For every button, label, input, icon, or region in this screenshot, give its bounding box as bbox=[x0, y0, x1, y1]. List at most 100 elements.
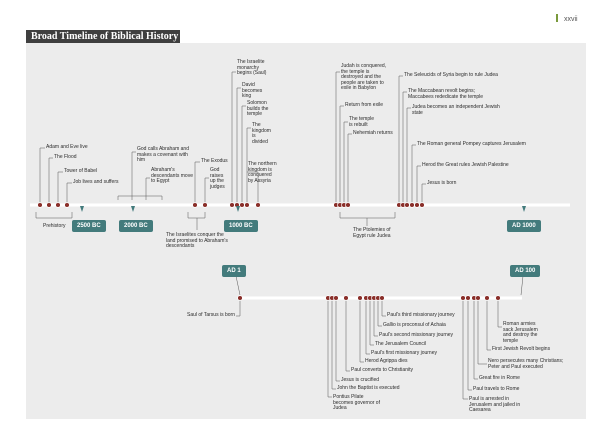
leader-second-journey bbox=[373, 298, 378, 337]
leader-paul-arrested bbox=[462, 298, 468, 400]
event-return: Return from exile bbox=[345, 102, 384, 108]
leader-nero bbox=[477, 298, 487, 365]
event-roman-armies: Roman armies sack Jerusalem and destroy … bbox=[503, 321, 538, 344]
leader-return bbox=[339, 105, 344, 205]
leader-jesus-crucified bbox=[335, 298, 340, 382]
dot-saul-tarsus bbox=[237, 295, 243, 301]
badge-ad100-connector bbox=[520, 275, 524, 296]
event-babel: Tower of Babel bbox=[64, 168, 98, 174]
event-divided: The kingdom is divided bbox=[252, 122, 271, 145]
leader-saul-tarsus bbox=[236, 298, 241, 317]
event-maccabean: The Maccabean revolt begins; Maccabees r… bbox=[408, 88, 484, 100]
leader-council bbox=[369, 298, 374, 346]
era-badge-ad1: AD 1 bbox=[222, 265, 246, 277]
event-judah-conquered: Judah is conquered, the temple is destro… bbox=[341, 63, 387, 92]
event-saul-tarsus: Saul of Tarsus is born bbox=[187, 312, 235, 318]
event-prehistory: Prehistory bbox=[43, 223, 66, 229]
leader-solomon bbox=[241, 105, 246, 205]
event-judges: God raises up the judges bbox=[210, 167, 225, 190]
badge-1000-pointer bbox=[236, 206, 240, 212]
leader-paul-converts bbox=[345, 298, 350, 372]
event-paul-rome: Paul travels to Rome bbox=[473, 386, 520, 392]
leader-roman-armies bbox=[497, 298, 502, 328]
dot-monarchy bbox=[229, 202, 235, 208]
event-jewish-revolt: First Jewish Revolt begins bbox=[492, 346, 551, 352]
leader-job bbox=[66, 182, 72, 205]
era-badge-ad100: AD 100 bbox=[510, 265, 541, 277]
dot-exodus bbox=[192, 202, 198, 208]
leader-rebuilt bbox=[343, 121, 348, 205]
dot-roman-armies bbox=[495, 295, 501, 301]
leader-agrippa bbox=[359, 298, 364, 363]
dot-adam bbox=[37, 202, 43, 208]
page-number: xxvii bbox=[556, 14, 578, 23]
dot-independent bbox=[404, 202, 410, 208]
event-job: Job lives and suffers bbox=[73, 179, 119, 185]
leader-ptolemies-brace bbox=[339, 212, 396, 219]
event-paul-converts: Paul converts to Christianity bbox=[351, 367, 413, 373]
event-assyria: The northern kingdom is conquered by Ass… bbox=[248, 161, 277, 184]
leader-judah bbox=[335, 71, 340, 205]
badge-ad1-connector bbox=[235, 275, 241, 296]
leader-david bbox=[236, 87, 241, 205]
dot-divided bbox=[244, 202, 250, 208]
dot-jesus-born bbox=[419, 202, 425, 208]
leader-prehistory-brace bbox=[35, 212, 73, 219]
event-john-baptist: John the Baptist is executed bbox=[337, 385, 400, 391]
event-flood: The Flood bbox=[54, 154, 77, 160]
event-exodus: The Exodus bbox=[201, 158, 228, 164]
dot-jewish-revolt bbox=[484, 295, 490, 301]
event-paul-arrested: Paul is arrested in Jerusalem and jailed… bbox=[469, 396, 521, 414]
leader-jesus-born bbox=[421, 183, 426, 205]
leader-great-fire bbox=[473, 298, 478, 380]
leader-judges bbox=[204, 177, 209, 205]
event-third-journey: Paul's third missionary journey bbox=[387, 312, 455, 318]
leader-herod bbox=[416, 165, 421, 205]
dot-pompey bbox=[409, 202, 415, 208]
dot-paul-arrested bbox=[460, 295, 466, 301]
dot-jesus-crucified bbox=[333, 295, 339, 301]
leader-lines bbox=[35, 71, 524, 400]
event-nero: Nero persecutes many Christians; Peter a… bbox=[488, 358, 564, 370]
dot-herod bbox=[414, 202, 420, 208]
dot-babel bbox=[55, 202, 61, 208]
leader-pilate bbox=[327, 298, 332, 398]
leader-conquer-brace bbox=[187, 212, 206, 219]
leader-assyria bbox=[247, 171, 259, 205]
leader-gallio bbox=[377, 298, 382, 327]
page-accent-bar bbox=[556, 14, 558, 22]
era-badge-2000bc: 2000 BC bbox=[119, 220, 153, 232]
leader-first-journey bbox=[365, 298, 370, 355]
leader-babel bbox=[57, 171, 63, 205]
event-jesus-born: Jesus is born bbox=[427, 180, 457, 186]
leader-nehemiah bbox=[347, 133, 352, 205]
figure-title: Broad Timeline of Biblical History bbox=[31, 31, 179, 42]
dot-job bbox=[64, 202, 70, 208]
event-council: The Jerusalem Council bbox=[375, 341, 427, 347]
event-monarchy: The Israelite monarchy begins (Saul) bbox=[237, 59, 267, 77]
event-abraham-call: God calls Abraham and makes a covenant w… bbox=[137, 146, 189, 164]
event-independent: Judea becomes an independent Jewish stat… bbox=[412, 104, 500, 116]
dot-nehemiah bbox=[345, 202, 351, 208]
leader-jewish-revolt bbox=[486, 298, 491, 351]
dot-paul-converts bbox=[343, 295, 349, 301]
era-badge-2500bc: 2500 BC bbox=[72, 220, 106, 232]
leader-abraham-egypt bbox=[145, 177, 150, 200]
era-badge-ad1000: AD 1000 bbox=[507, 220, 541, 232]
leader-monarchy bbox=[231, 71, 236, 205]
badge-2000-pointer bbox=[131, 206, 135, 212]
event-first-journey: Paul's first missionary journey bbox=[371, 350, 437, 356]
dot-solomon bbox=[239, 202, 245, 208]
dot-paul-rome bbox=[465, 295, 471, 301]
event-pilate: Pontius Pilate becomes governor of Judea bbox=[333, 394, 380, 412]
event-ptolemies: The Ptolemies of Egypt rule Judea bbox=[353, 227, 391, 239]
event-david: David becomes king bbox=[242, 82, 263, 100]
leader-independent bbox=[406, 107, 411, 205]
event-herod: Herod the Great rules Jewish Palestine bbox=[422, 162, 509, 168]
dot-assyria bbox=[255, 202, 261, 208]
leader-pompey bbox=[411, 144, 416, 205]
leader-divided bbox=[246, 127, 251, 205]
event-pompey: The Roman general Pompey captures Jerusa… bbox=[417, 141, 526, 147]
event-abraham-egypt: Abraham's descendants move to Egypt bbox=[151, 167, 193, 185]
leader-paul-rome bbox=[467, 298, 472, 391]
